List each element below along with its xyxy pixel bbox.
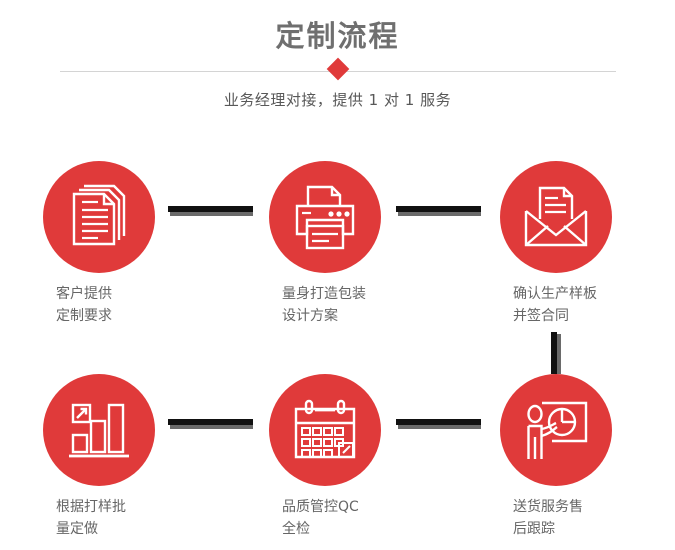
step-3-label: 确认生产样板 并签合同 (513, 286, 597, 324)
calendar-icon (294, 399, 356, 459)
envelope-document-icon (524, 186, 588, 247)
connector-step1-step2 (168, 206, 253, 216)
documents-stack-icon (72, 184, 126, 246)
step-4-circle (43, 374, 155, 486)
step-6-circle (500, 374, 612, 486)
page-title: 定制流程 (275, 19, 400, 53)
step-2-circle (269, 161, 381, 273)
presenter-pie-chart-icon (527, 401, 588, 459)
step-4-label: 根据打样批 量定做 (56, 499, 126, 537)
printer-icon (295, 185, 355, 250)
page-subtitle: 业务经理对接，提供 1 对 1 服务 (223, 91, 452, 109)
diamond-bullet-icon (326, 57, 350, 81)
step-2-label: 量身打造包装 设计方案 (282, 286, 366, 324)
connector-step4-step5 (168, 419, 253, 429)
step-5-circle (269, 374, 381, 486)
step-1-label: 客户提供 定制要求 (56, 286, 112, 324)
bar-chart-growth-icon (69, 403, 129, 458)
step-1-circle (43, 161, 155, 273)
step-6-label: 送货服务售 后跟踪 (513, 499, 583, 537)
step-5-label: 品质管控QC 全检 (282, 499, 359, 537)
connector-step3-step6 (551, 332, 561, 374)
connector-step2-step3 (396, 206, 481, 216)
step-3-circle (500, 161, 612, 273)
connector-step5-step6 (396, 419, 481, 429)
